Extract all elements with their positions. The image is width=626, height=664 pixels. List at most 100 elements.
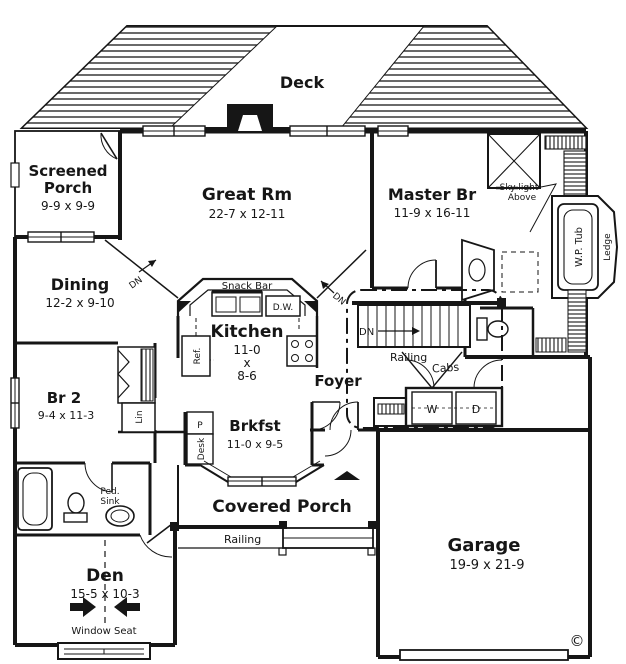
kitchen-dims-2: x [243, 356, 250, 370]
great-rm-window-right [289, 125, 366, 137]
master-door-swing [407, 259, 437, 289]
kitchen-area: Snack Bar D.W. Ref. Kitchen 11-0 x [176, 277, 319, 383]
dn-stairs-label: DN [359, 327, 374, 338]
porch-left-window [10, 162, 20, 188]
dining-window [27, 231, 95, 243]
porch-door-swing [100, 132, 118, 160]
pedestal-sink: Ped. Sink [100, 487, 135, 527]
arrow-right-icon [70, 597, 96, 617]
master-br-label: Master Br [388, 185, 476, 204]
deck-label: Deck [280, 73, 325, 92]
pantry-closet: P [186, 411, 214, 435]
screened-porch-label-1: Screened [28, 162, 107, 180]
dn-dining-arrowhead [148, 260, 156, 267]
great-rm-label: Great Rm [202, 185, 292, 205]
coat-closet [373, 397, 409, 427]
great-rm-window-left [142, 125, 206, 137]
linen-shelf-bottom [535, 337, 567, 353]
porch-door-leaf [100, 132, 118, 160]
cabs-line-2 [431, 351, 463, 389]
bathtub [17, 467, 53, 531]
storm-door-swing [324, 429, 352, 457]
garage-area: Garage 19-9 x 21-9 © [376, 357, 592, 661]
fireplace-firebox [238, 115, 262, 131]
brkfst-dims: 11-0 x 9-5 [227, 438, 283, 451]
br2-closet [117, 346, 156, 404]
br2-area: Lin Br 2 9-4 x 11-3 [38, 343, 185, 463]
shower [487, 133, 541, 190]
dn-foyer-label: DN [330, 291, 347, 307]
master-closet-shelf-top [544, 135, 587, 150]
dishwasher-box: D.W. [265, 295, 301, 317]
br2-label: Br 2 [47, 389, 82, 407]
covered-porch-area: Covered Porch Railing [170, 465, 376, 556]
dn-foyer: DN [330, 291, 347, 307]
ped-sink-label-2: Sink [100, 497, 120, 507]
toilet [63, 492, 88, 523]
front-wall [120, 104, 586, 137]
brkfst-label: Brkfst [229, 417, 280, 435]
window-seat-label: Window Seat [71, 626, 136, 637]
master-toilet [476, 317, 509, 341]
snack-bar-label: Snack Bar [222, 281, 273, 292]
railing-stairs-label: Railing [390, 351, 427, 364]
brkfst-area: P Desk Brkfst 11-0 x 9-5 [183, 401, 341, 487]
skylight-outline [501, 251, 539, 293]
master-suite: Master Br 11-9 x 16-11 Sky light Above [370, 131, 619, 359]
entry-marker [334, 471, 360, 480]
kitchen-sink [211, 290, 263, 317]
linen-closet: Lin [121, 402, 156, 433]
front-door-swing [329, 401, 359, 431]
bath-door-swing [84, 462, 113, 493]
brkfst-bay-windows [185, 460, 325, 487]
laundry-door-swing-left [405, 359, 435, 389]
dining-dims: 12-2 x 9-10 [45, 296, 114, 310]
deck-area: Deck [19, 25, 589, 129]
refrigerator-label: Ref. [193, 348, 203, 365]
railing-porch-label: Railing [224, 533, 261, 546]
laundry-closet: W D [404, 359, 504, 428]
screened-porch-label-2: Porch [44, 179, 92, 197]
cabs-label: Cabs [432, 361, 460, 376]
stair-hall: DN Railing Cabs Foyer W D [310, 289, 506, 480]
kitchen-label: Kitchen [211, 322, 284, 342]
dishwasher-label: D.W. [273, 303, 294, 313]
dn-foyer-arrowhead [321, 281, 329, 289]
step-edge-foyer [316, 249, 367, 299]
screened-porch-dims: 9-9 x 9-9 [41, 199, 95, 213]
desk-nook: Desk [186, 433, 214, 465]
great-rm-dims: 22-7 x 12-11 [209, 207, 286, 221]
front-steps [278, 521, 376, 556]
laundry-door-swing-right [473, 359, 503, 389]
counter-end-left [178, 301, 191, 313]
copyright-mark: © [570, 632, 585, 650]
cabs-line-1 [401, 351, 433, 389]
screened-porch-walls [14, 130, 121, 238]
desk-label: Desk [197, 437, 207, 460]
kitchen-dims-3: 8-6 [237, 369, 257, 383]
dining-area: Dining 12-2 x 9-10 DN [15, 231, 179, 345]
den-area: Den 15-5 x 10-3 Window Seat [57, 523, 173, 660]
ledge-label: Ledge [603, 233, 613, 261]
dining-label: Dining [51, 275, 109, 294]
step-edge-dining [104, 239, 179, 299]
garage-door [399, 649, 569, 661]
refrigerator-box: Ref. [181, 335, 211, 377]
deck-boards-right [339, 25, 588, 129]
br2-dims: 9-4 x 11-3 [38, 409, 94, 422]
kitchen-dims-1: 11-0 [233, 343, 260, 357]
dn-dining: DN [128, 275, 145, 291]
exterior-walls [10, 237, 177, 647]
stove [286, 335, 318, 367]
bathroom-area: Ped. Sink [15, 461, 152, 537]
counter-end-right [304, 301, 317, 313]
sky-light-leader [529, 183, 557, 233]
newel-post [497, 298, 506, 307]
foyer-label: Foyer [314, 372, 362, 390]
covered-porch-label: Covered Porch [212, 497, 351, 517]
dn-dining-label: DN [128, 275, 145, 291]
washer-label: W [427, 403, 438, 416]
rail-post-left [170, 522, 179, 531]
